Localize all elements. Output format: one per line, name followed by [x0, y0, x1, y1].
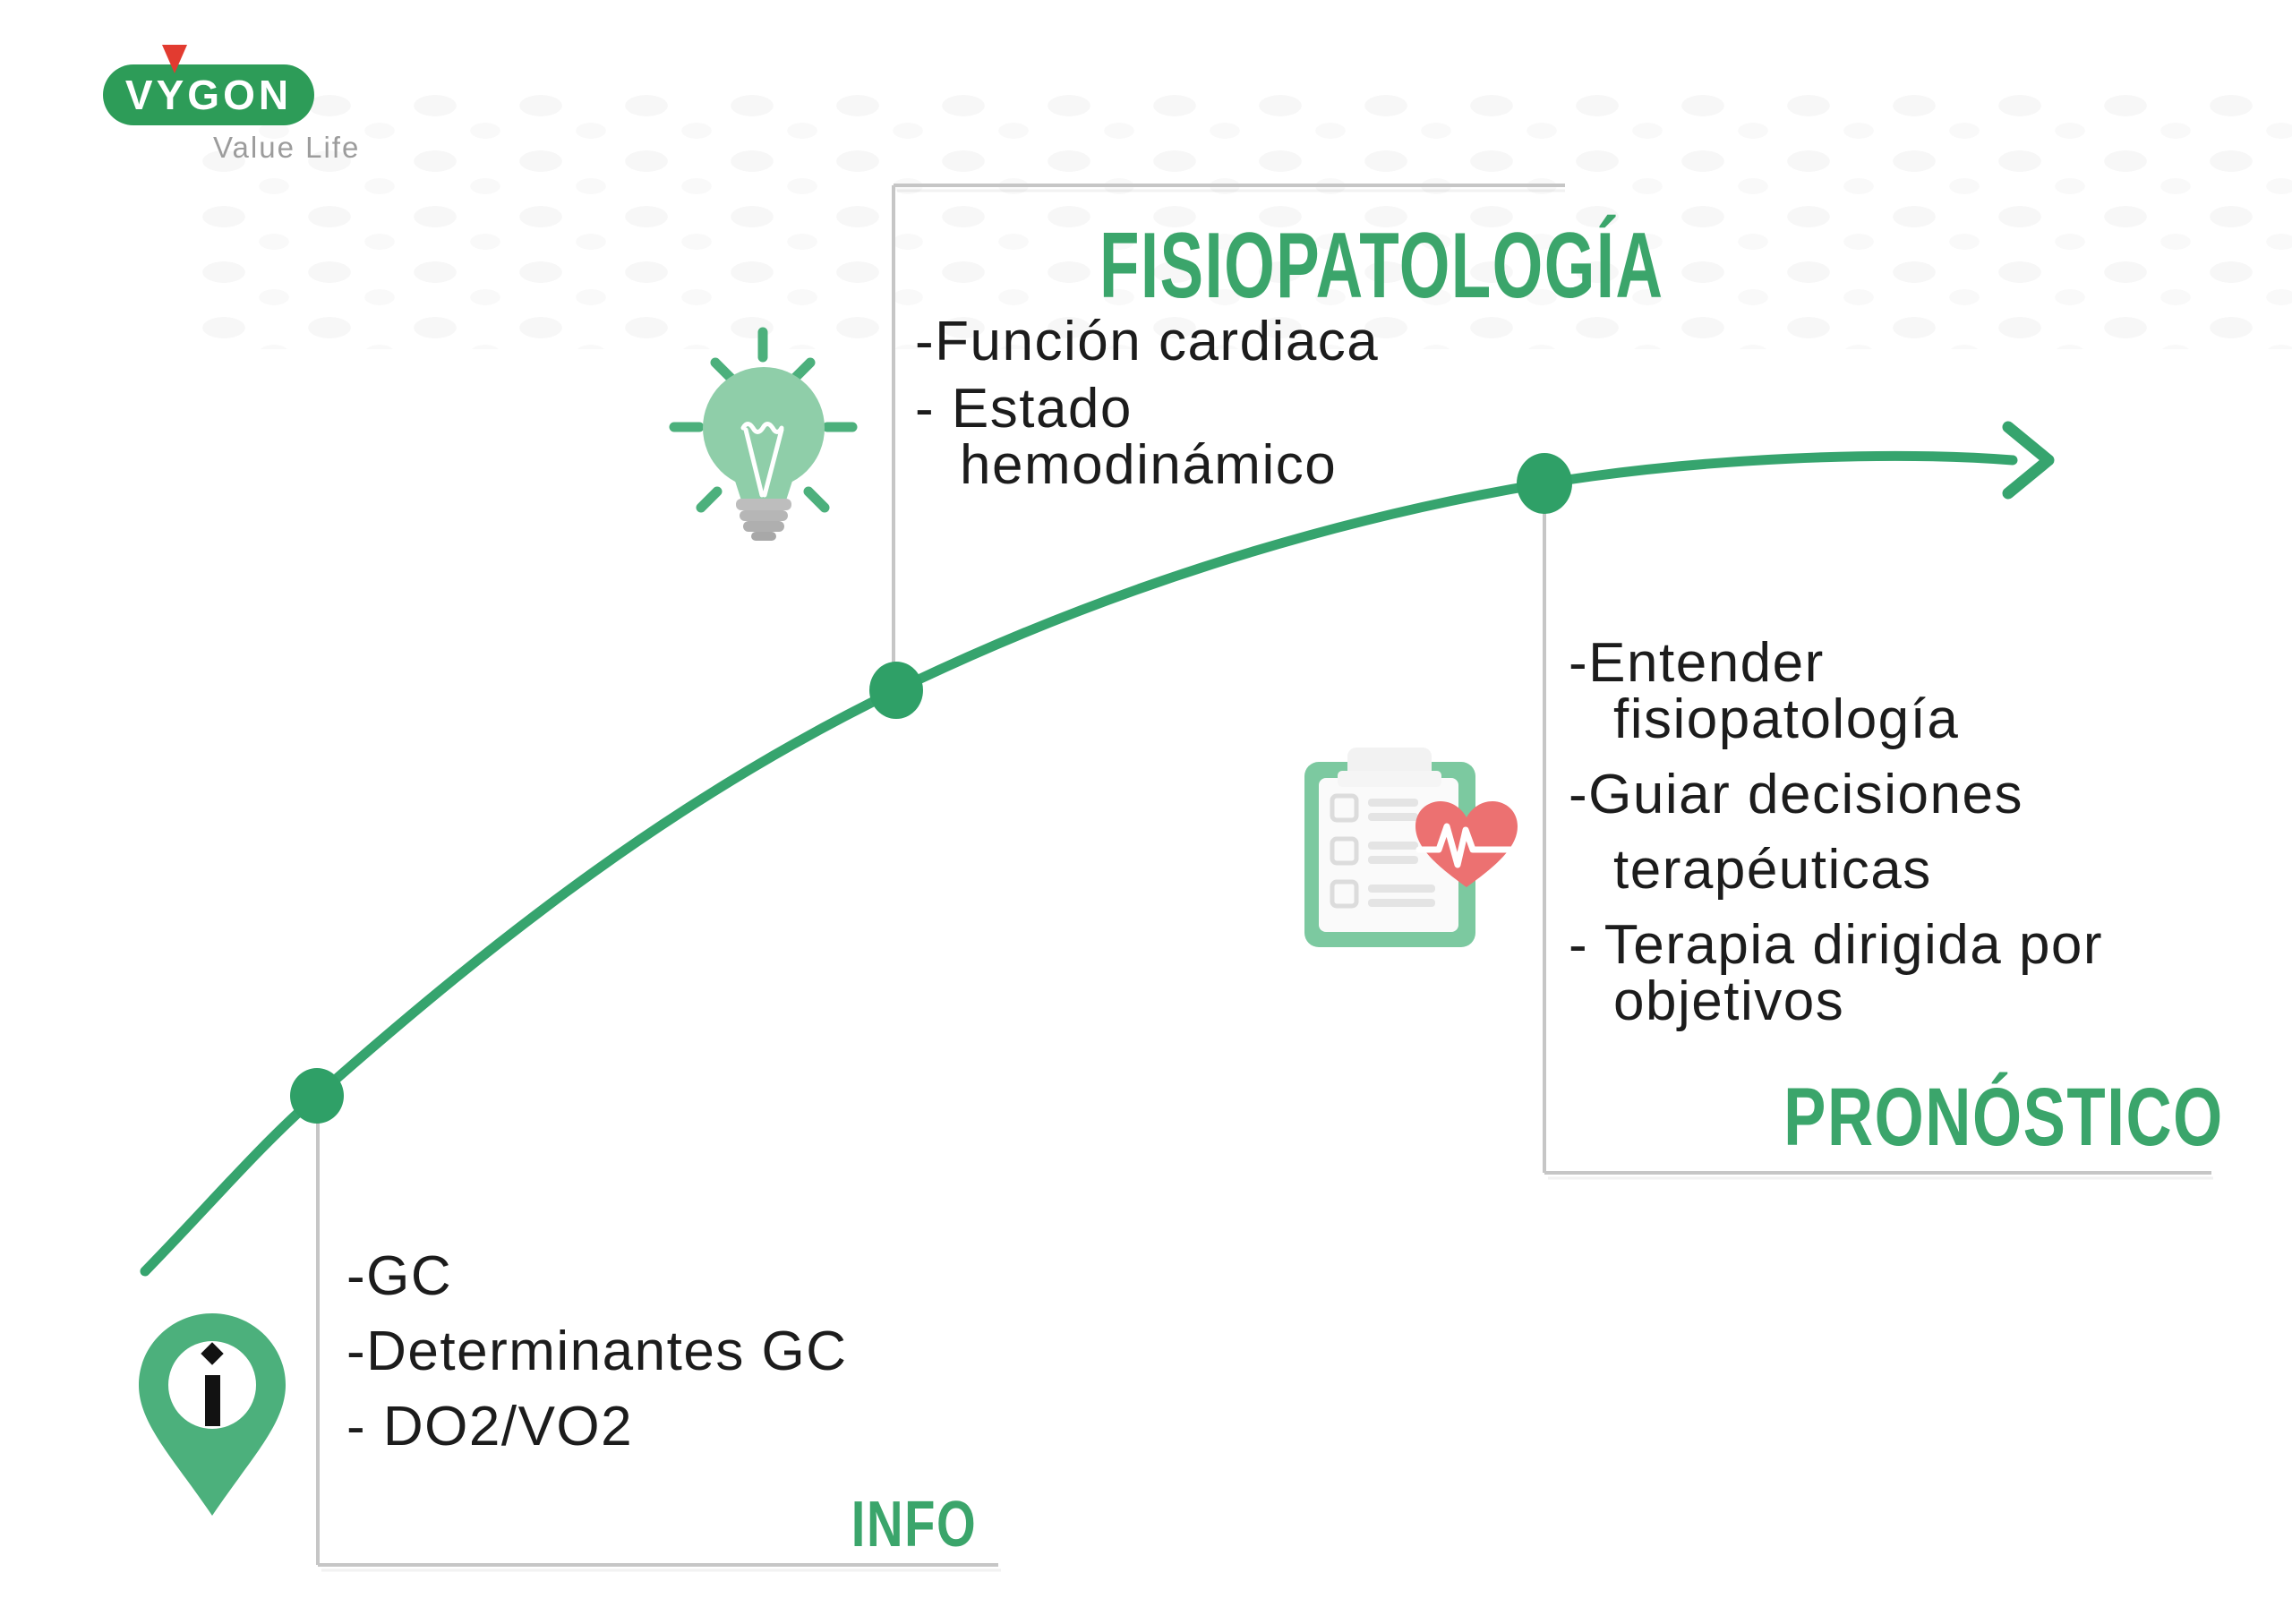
bullet-line: - Estado	[915, 378, 1133, 440]
vygon-logo: VYGON Value Life	[0, 0, 448, 233]
stage-title-info: INFO	[851, 1489, 978, 1560]
milestone-dot-pronostico	[1517, 453, 1572, 514]
bullet-line: -Función cardiaca	[915, 311, 1380, 372]
stage-pronostico-text: -Entender fisiopatología -Guiar decision…	[1569, 635, 2103, 1030]
bullet-line: hemodinámico	[960, 434, 1338, 496]
stage-info-text: -GC -Determinantes GC - DO2/VO2	[346, 1248, 848, 1455]
bullet-line: -GC	[346, 1245, 453, 1307]
clipboard-checklist	[1330, 793, 1435, 909]
bullet-line: objetivos	[1613, 970, 1845, 1032]
lightbulb-rays	[669, 327, 858, 513]
bullet-line: - Terapia dirigida por	[1569, 914, 2104, 976]
vygon-logo-text: VYGON	[124, 72, 293, 118]
bullet-line: -Determinantes GC	[346, 1321, 848, 1382]
info-callout-lines	[316, 1096, 1001, 1572]
vygon-logo-triangle-icon	[162, 45, 187, 73]
heart-icon	[1415, 801, 1518, 887]
pronostico-callout-lines	[1543, 483, 2213, 1180]
arrowhead-icon	[2002, 421, 2055, 500]
bullet-line: -Entender	[1569, 632, 1825, 694]
clipboard-heart-icon	[1304, 748, 1518, 947]
lightbulb-base	[736, 499, 791, 541]
milestone-dot-info	[290, 1068, 344, 1124]
vygon-logo-pill: VYGON	[103, 64, 314, 125]
stage-title-pronostico: PRONÓSTICO	[1783, 1072, 2224, 1163]
lightbulb-icon	[669, 327, 858, 541]
background-watermark	[197, 90, 2292, 349]
clipboard-clip-flange	[1338, 771, 1441, 787]
bullet-line: terapéuticas	[1613, 839, 1932, 901]
stage-fisiopatologia-text: -Función cardiaca - Estado hemodinámico	[915, 313, 1379, 493]
lightbulb-neck	[732, 473, 795, 503]
lightbulb-filament	[740, 422, 784, 498]
bullet-line: -Guiar decisiones	[1569, 764, 2023, 825]
bullet-line: fisiopatología	[1613, 688, 1960, 750]
vygon-tagline: Value Life	[213, 131, 361, 164]
info-pin-icon	[139, 1313, 286, 1516]
pin-letter-i-stem	[205, 1375, 220, 1426]
heart-ekg-line	[1415, 823, 1518, 868]
stage-title-fisiopatologia: FISIOPATOLOGÍA	[1099, 214, 1664, 318]
curve-milestone-dots	[290, 453, 1572, 1124]
bullet-line: - DO2/VO2	[346, 1396, 634, 1457]
fisiopatologia-callout-lines	[892, 184, 1565, 690]
milestone-dot-fisiopatologia	[869, 662, 923, 719]
